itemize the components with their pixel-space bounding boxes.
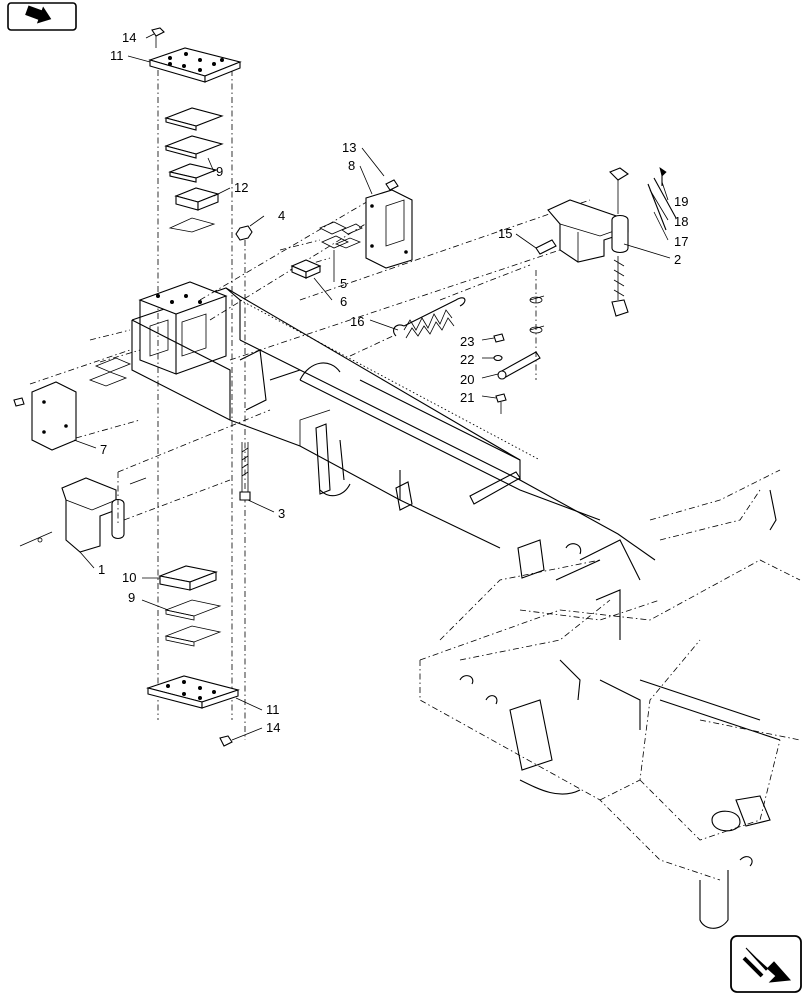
previous-page-button[interactable] — [7, 2, 77, 31]
bushing-15 — [535, 239, 557, 255]
callout-8: 8 — [348, 158, 355, 173]
exploded-view-lines-left — [29, 329, 141, 439]
callout-4: 4 — [278, 208, 285, 223]
bolt-14-bottom — [219, 735, 233, 747]
callout-7: 7 — [100, 442, 107, 457]
callout-11-top: 11 — [110, 48, 124, 63]
long-bolt-3 — [239, 442, 251, 501]
main-frame-beam — [131, 287, 656, 561]
exploded-view-lines-lower-left — [117, 409, 271, 524]
callout-labels: 14 11 9 12 4 13 8 5 6 16 15 19 18 17 2 2… — [98, 30, 688, 735]
vertical-stack-centerlines — [157, 70, 246, 740]
callout-14-bottom: 14 — [266, 720, 280, 735]
spring-16 — [393, 297, 466, 339]
next-page-arrow-icon — [745, 947, 792, 983]
bolt-21 — [495, 393, 507, 414]
washer-22 — [493, 354, 503, 362]
callout-11-bottom: 11 — [266, 702, 280, 717]
callout-21: 21 — [460, 390, 474, 405]
callout-22: 22 — [460, 352, 474, 367]
previous-page-arrow-icon — [25, 5, 52, 24]
pivot-plate-8 — [365, 189, 413, 269]
top-plate-11 — [148, 47, 242, 83]
frame-linkage — [315, 423, 601, 581]
callout-5: 5 — [340, 276, 347, 291]
callout-16: 16 — [350, 314, 364, 329]
pin-20 — [497, 351, 541, 380]
bolt-13 — [385, 179, 399, 191]
bottom-plate-11 — [146, 675, 240, 709]
callout-9-top: 9 — [216, 164, 223, 179]
bolt-14-top — [151, 27, 165, 48]
key-6 — [290, 259, 322, 279]
callout-9-bottom: 9 — [128, 590, 135, 605]
callout-1: 1 — [98, 562, 105, 577]
callout-19: 19 — [674, 194, 688, 209]
pin-group-5 — [319, 221, 363, 249]
shim-stack-bottom — [158, 565, 222, 647]
nut-4 — [235, 225, 253, 241]
callout-13: 13 — [342, 140, 356, 155]
callout-2: 2 — [674, 252, 681, 267]
pivot-plate-7 — [13, 381, 77, 451]
callout-3: 3 — [278, 506, 285, 521]
callout-15: 15 — [498, 226, 512, 241]
link-stack-right — [529, 270, 545, 380]
callout-10: 10 — [122, 570, 136, 585]
callout-6: 6 — [340, 294, 347, 309]
callout-17: 17 — [674, 234, 688, 249]
shim-stack-top — [164, 107, 224, 233]
frame-bracket-block — [138, 281, 228, 375]
arm-assembly-2 — [547, 167, 629, 317]
callout-14-top: 14 — [122, 30, 136, 45]
arm-assembly-1 — [19, 477, 125, 553]
header-frame — [419, 469, 801, 929]
callout-12: 12 — [234, 180, 248, 195]
pins-17-18-19 — [647, 167, 677, 231]
callout-20: 20 — [460, 372, 474, 387]
next-page-button[interactable] — [730, 935, 802, 993]
bolt-23 — [493, 333, 505, 343]
callout-18: 18 — [674, 214, 688, 229]
callout-23: 23 — [460, 334, 474, 349]
leader-lines — [73, 33, 671, 741]
